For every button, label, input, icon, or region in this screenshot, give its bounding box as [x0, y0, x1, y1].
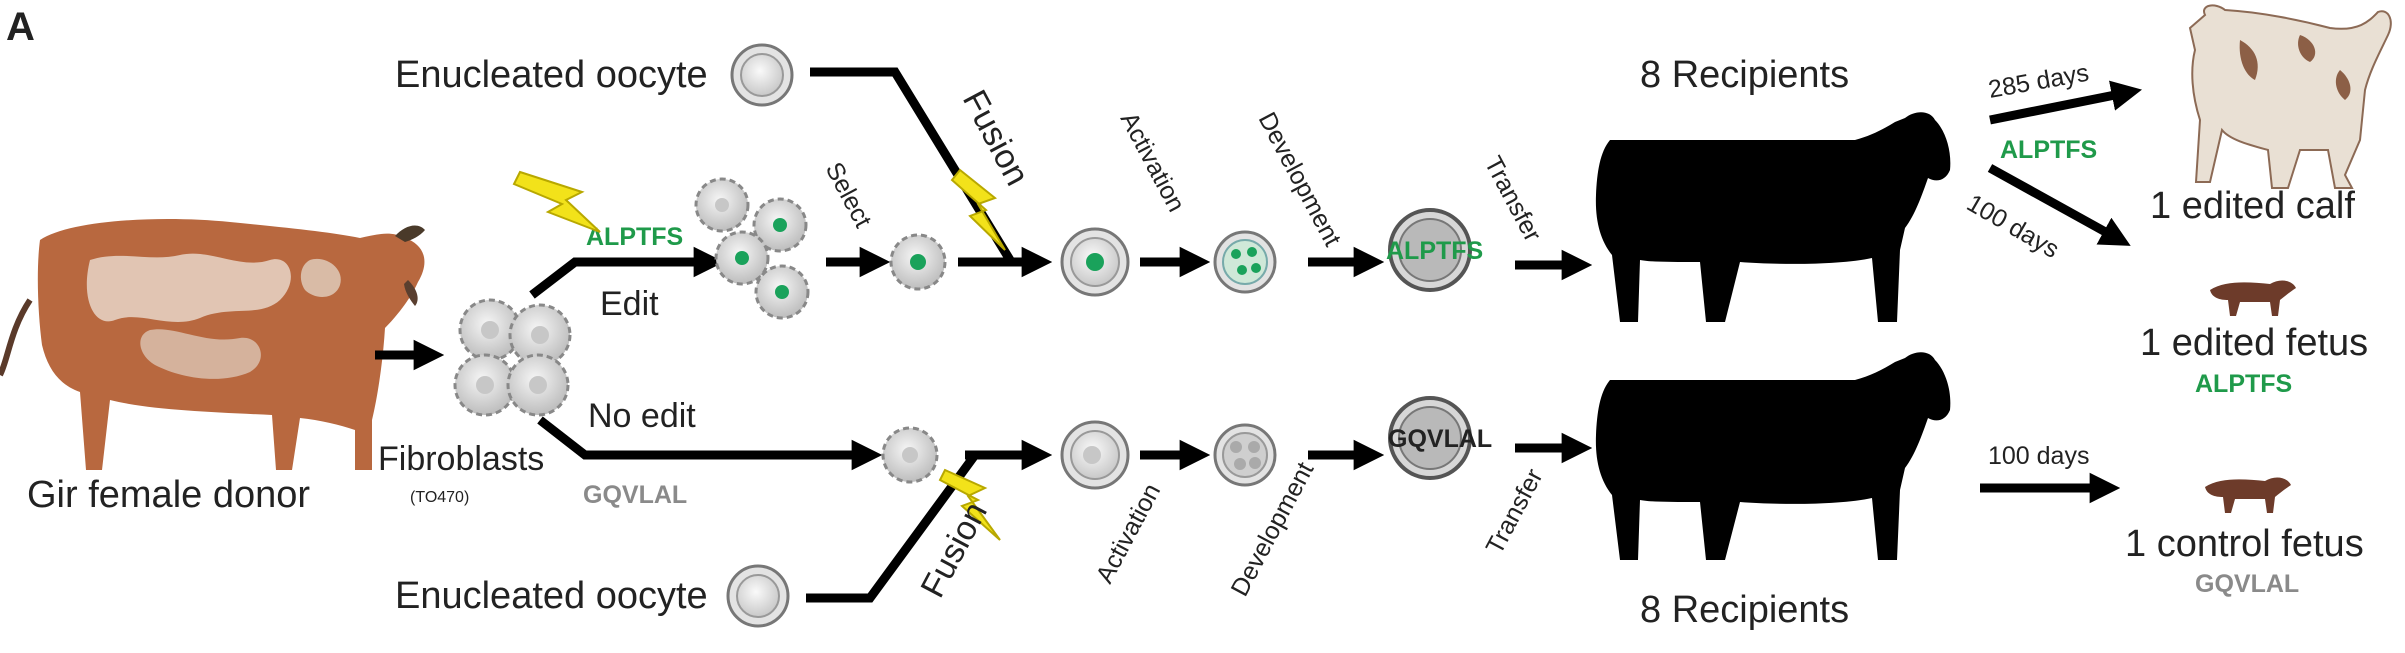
days-285-label: 285 days — [1986, 59, 2091, 104]
edited-fetus-allele: ALPTFS — [2195, 370, 2292, 398]
edited-fetus-label: 1 edited fetus — [2140, 322, 2368, 364]
embryo-top-label: ALPTFS — [1386, 237, 1483, 265]
development-top-label: Development — [1253, 108, 1347, 251]
fibroblast-cluster-icon — [453, 298, 572, 417]
edit-label: Edit — [600, 285, 659, 323]
outcome-allele-top: ALPTFS — [2000, 136, 2097, 164]
panel-label: A — [6, 5, 35, 49]
embryo-bottom-label: GQVLAL — [1388, 425, 1492, 453]
control-fetus-label: 1 control fetus — [2125, 523, 2364, 565]
fibroblasts-id: (TO470) — [410, 489, 469, 506]
arrow-285-days — [1989, 80, 2143, 125]
days-100-bottom-label: 100 days — [1988, 442, 2089, 470]
recipient-cow-top-icon — [1595, 112, 1951, 322]
edited-calf-label: 1 edited calf — [2150, 185, 2355, 227]
edited-calf-image — [2188, 4, 2392, 189]
lightning-bolt-icon — [950, 168, 1006, 251]
no-edit-label: No edit — [588, 397, 696, 435]
control-fetus-image — [2205, 477, 2291, 513]
transfer-bottom-label: Transfer — [1481, 464, 1549, 559]
oocyte-top-label: Enucleated oocyte — [395, 54, 708, 96]
recipients-top-label: 8 Recipients — [1640, 54, 1849, 96]
lightning-bolt-icon — [512, 170, 601, 233]
blastocyst-edited-icon — [1388, 208, 1472, 292]
unedited-cell-icon — [881, 426, 939, 484]
fused-oocyte-top-icon — [1060, 227, 1130, 297]
edited-fetus-image — [2210, 280, 2296, 316]
recipient-cow-bottom-icon — [1595, 352, 1951, 560]
donor-cow-image — [0, 219, 425, 470]
arrow-no-edit-branch — [537, 416, 883, 471]
edited-cells-icon — [694, 177, 810, 320]
arrow-100-days-top — [1987, 164, 2131, 246]
activation-top-label: Activation — [1115, 108, 1191, 217]
select-label: Select — [820, 158, 877, 233]
arrow-edit-branch — [529, 246, 725, 299]
blastocyst-control-icon — [1388, 396, 1472, 480]
arrow-oocyte-bottom — [806, 452, 979, 603]
edit-allele-label: ALPTFS — [586, 223, 683, 251]
selected-cell-icon — [889, 233, 947, 291]
embryo-edited-icon — [1213, 230, 1277, 294]
donor-label: Gir female donor — [27, 474, 310, 516]
oocyte-top-icon — [730, 43, 794, 107]
embryo-control-icon — [1213, 423, 1277, 487]
oocyte-bottom-label: Enucleated oocyte — [395, 575, 708, 617]
fusion-bottom-label: Fusion — [914, 496, 995, 604]
activation-bottom-label: Activation — [1091, 479, 1167, 588]
fibroblasts-label: Fibroblasts — [378, 440, 544, 478]
transfer-top-label: Transfer — [1479, 152, 1547, 247]
oocyte-bottom-icon — [726, 564, 790, 628]
recipients-bottom-label: 8 Recipients — [1640, 589, 1849, 631]
lightning-bolt-icon — [938, 468, 1001, 541]
fused-oocyte-bottom-icon — [1060, 420, 1130, 490]
fibroblasts-genotype: GQVLAL — [583, 481, 687, 509]
control-fetus-allele: GQVLAL — [2195, 570, 2299, 598]
